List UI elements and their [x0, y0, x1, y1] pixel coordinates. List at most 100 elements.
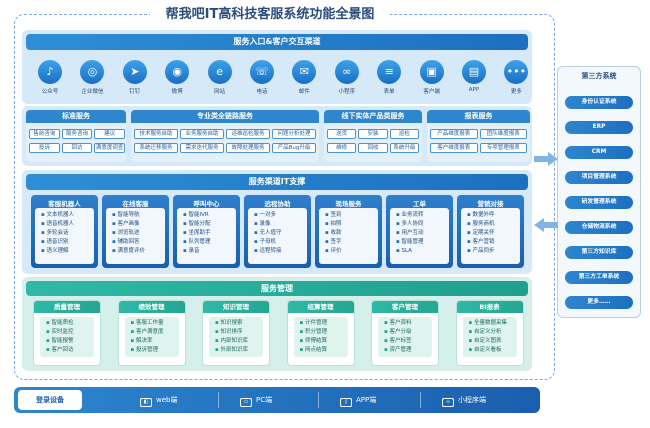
- it-card-0-title: 客服机器人: [48, 200, 81, 208]
- channel-1[interactable]: ◎企业微信: [73, 60, 111, 100]
- third-party-item-6[interactable]: 第三方知识库: [565, 246, 633, 259]
- channel-3[interactable]: ◉微博: [158, 60, 196, 100]
- standard-item-3[interactable]: 投诉: [29, 143, 60, 153]
- third-party-item-0[interactable]: 身份认证系统: [565, 96, 633, 109]
- it-card-3-title: 远程协助: [264, 200, 291, 208]
- report-item-3[interactable]: 专项管理报表: [479, 143, 527, 153]
- it-card-5-body: 业务流转多人协同用户互动智能管理SLA: [390, 208, 449, 264]
- supply_chain-item-6[interactable]: 故障处理服务: [226, 143, 270, 153]
- channel-11[interactable]: •••更多: [497, 60, 535, 100]
- mgmt-card-4-body: 客户资料客户分级客户标签资产管理: [378, 317, 432, 357]
- standard-item-2[interactable]: 建议: [94, 129, 125, 139]
- it-card-1-item-0: 智能导航: [112, 211, 165, 220]
- mgmt-card-4-item-2: 客户标签: [384, 337, 432, 346]
- service-mgmt-title: 服务管理: [26, 281, 528, 296]
- mgmt-card-2-title: 知识管理: [203, 301, 269, 313]
- channel-0[interactable]: ♪公众号: [31, 60, 69, 100]
- third-party-item-2[interactable]: CRM: [565, 146, 633, 159]
- report-item-0[interactable]: 产品维度报表: [430, 129, 478, 139]
- offline-item-4[interactable]: 回收: [358, 143, 388, 153]
- supply_chain-item-4[interactable]: 系统迁移服务: [134, 143, 178, 153]
- channel-2[interactable]: ➤钉钉: [116, 60, 154, 100]
- mgmt-card-2-item-2: 内部知识库: [215, 337, 263, 346]
- standard-service-title: 标准服务: [26, 110, 126, 123]
- mgmt-card-5: BI报表全量数据采集自定义分析自定义图表自定义看板: [455, 300, 524, 366]
- supply_chain-item-1[interactable]: 业务服务自助: [180, 129, 224, 139]
- standard-item-1[interactable]: 服务咨询: [61, 129, 93, 139]
- device-2[interactable]: ▯APP端: [340, 393, 376, 407]
- it-card-6-item-1: 服务商机: [467, 220, 520, 229]
- mgmt-card-2: 知识管理知识搜索知识排序内部知识库外部知识库: [202, 300, 270, 366]
- mgmt-card-2-item-3: 外部知识库: [215, 346, 263, 355]
- standard-item-4[interactable]: 回访: [61, 143, 93, 153]
- supply_chain-item-5[interactable]: 需求迭代服务: [180, 143, 224, 153]
- mgmt-card-0: 质量管理智能质检实时监控智能报警客户回访: [33, 300, 101, 366]
- it-card-5-item-1: 多人协同: [396, 220, 449, 229]
- offline-item-0[interactable]: 送货: [327, 129, 357, 139]
- device-3[interactable]: ∞小程序端: [442, 393, 486, 407]
- mgmt-card-0-item-2: 智能报警: [46, 337, 94, 346]
- it-card-1-item-2: 浏览轨迹: [112, 229, 165, 238]
- it-card-6-body: 数据外呼服务商机定期关怀客户营销产品同步: [461, 208, 520, 264]
- channel-5[interactable]: ☏电话: [243, 60, 281, 100]
- offline-item-3[interactable]: 维修: [327, 143, 357, 153]
- third-party-item-1[interactable]: ERP: [565, 121, 633, 134]
- offline-item-2[interactable]: 巡检: [389, 129, 419, 139]
- it-card-6-item-4: 产品同步: [467, 247, 520, 256]
- offline-item-1[interactable]: 安装: [358, 129, 388, 139]
- mgmt-card-3-item-2: 师傅结算: [300, 337, 348, 346]
- device-separator-3: [420, 392, 421, 408]
- it-card-6-item-3: 客户营销: [467, 238, 520, 247]
- device-2-icon: ▯: [340, 398, 352, 407]
- it-card-0-body: 文本机器人语音机器人多轮会话语音识别语义理解: [35, 208, 94, 264]
- supply_chain-item-7[interactable]: 产品Bug升级: [272, 143, 316, 153]
- channel-3-icon: ◉: [165, 60, 190, 84]
- channel-9-icon: ▣: [419, 60, 444, 84]
- standard-item-0[interactable]: 售前咨询: [29, 129, 60, 139]
- channel-9[interactable]: ▣客户端: [413, 60, 451, 100]
- channel-8-label: 表单: [383, 89, 395, 95]
- it-card-5-item-3: 智能管理: [396, 238, 449, 247]
- channel-10[interactable]: ▤APP: [455, 60, 493, 100]
- channel-6[interactable]: ✉邮件: [285, 60, 323, 100]
- mgmt-card-1-item-3: 投诉管理: [131, 346, 179, 355]
- supply_chain-item-3[interactable]: 问题分析处理: [272, 129, 316, 139]
- it-card-0-item-4: 语义理解: [41, 247, 94, 256]
- channel-10-label: APP: [468, 87, 480, 93]
- third-party-item-3[interactable]: 项目管理系统: [565, 171, 633, 184]
- mgmt-card-3-item-0: 计件管理: [300, 319, 348, 328]
- channel-7[interactable]: ∞ 小程序: [328, 60, 366, 100]
- device-0[interactable]: ◧web端: [140, 393, 177, 407]
- supply_chain-item-0[interactable]: 技术服务自助: [134, 129, 178, 139]
- supply_chain-item-2[interactable]: 运维巡检服务: [226, 129, 270, 139]
- third-party-title: 第三方系统: [581, 72, 617, 80]
- it-card-2-item-1: 智能分配: [183, 220, 236, 229]
- it-card-1: 在线客服智能导航客户画像浏览轨迹辅助回答满意度评价: [102, 195, 169, 268]
- device-1[interactable]: ▭PC端: [240, 393, 272, 407]
- it-card-4-item-3: 签字: [325, 238, 378, 247]
- device-0-icon: ◧: [140, 398, 152, 407]
- channel-8[interactable]: ≡ 表单: [370, 60, 408, 100]
- channel-7-icon: ∞: [334, 60, 359, 84]
- report-item-2[interactable]: 客户维度报表: [430, 143, 478, 153]
- standard-item-5[interactable]: 满意度调查: [94, 143, 125, 153]
- it-card-3: 远程协助一对多录像无人值守子母机远程转接: [244, 195, 311, 268]
- it-card-2-item-0: 智能IVR: [183, 211, 236, 220]
- mgmt-card-4-item-3: 资产管理: [384, 346, 432, 355]
- third-party-item-4[interactable]: 研发管理系统: [565, 196, 633, 209]
- mgmt-card-4-item-0: 客户资料: [384, 319, 432, 328]
- channel-7-label: 小程序: [338, 89, 356, 95]
- third-party-item-5[interactable]: 仓储物流系统: [565, 221, 633, 234]
- channel-8-icon: ≡: [377, 60, 402, 84]
- it-card-4-body: 签到拍照收款签字评价: [319, 208, 378, 264]
- offline-item-5[interactable]: 系统升级: [389, 143, 419, 153]
- third-party-item-8[interactable]: 更多……: [565, 296, 633, 309]
- login-device-bar: [14, 387, 540, 413]
- it-card-3-item-0: 一对多: [254, 211, 307, 220]
- third-party-item-7[interactable]: 第三方工单系统: [565, 271, 633, 284]
- it-card-6-title: 营销对接: [477, 200, 504, 208]
- it-card-3-body: 一对多录像无人值守子母机远程转接: [248, 208, 307, 264]
- report-item-1[interactable]: 团队维度报表: [479, 129, 527, 139]
- login-device-button[interactable]: 登录设备: [18, 390, 82, 410]
